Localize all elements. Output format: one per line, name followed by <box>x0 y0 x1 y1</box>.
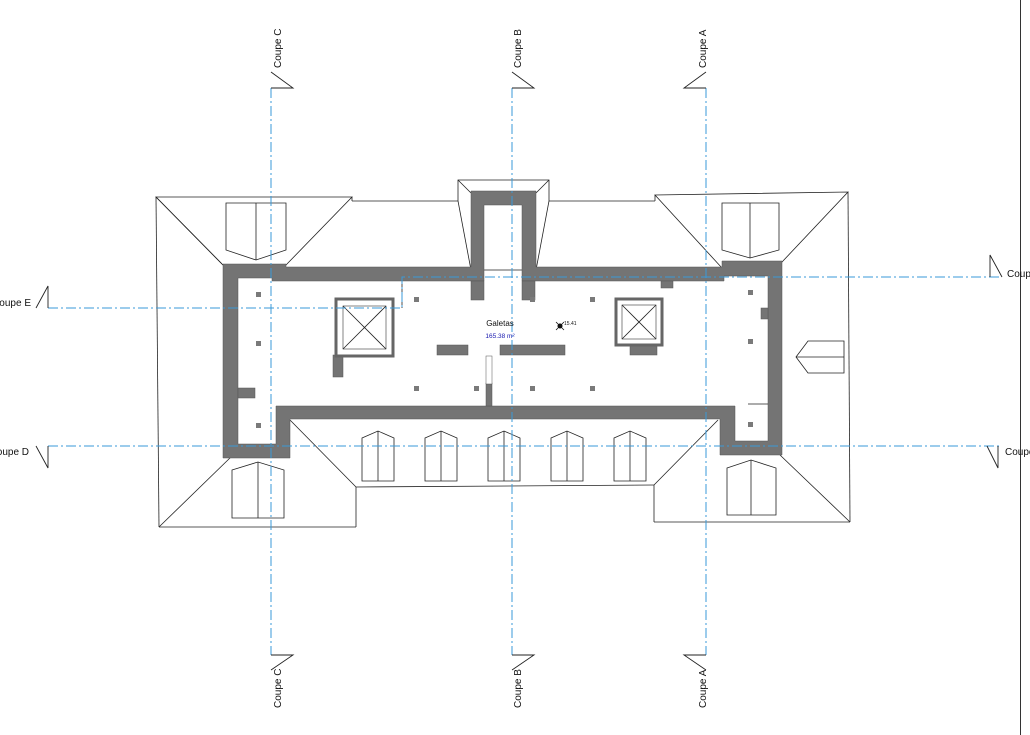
section-label-d-left: Coupe D <box>0 447 29 458</box>
sheet-border <box>1020 0 1021 735</box>
section-markers <box>35 71 1003 671</box>
section-lines <box>48 88 1000 655</box>
front-dormers <box>361 430 647 482</box>
section-label-e-right: Coup <box>1007 269 1030 280</box>
section-labels: Coupe C Coupe B Coupe A Coupe C Coupe B … <box>0 29 1030 708</box>
level-marker: 15.41 <box>555 321 577 331</box>
roof-outline <box>155 179 851 528</box>
skylights <box>334 297 664 358</box>
section-label-b-top: Coupe B <box>513 29 524 68</box>
section-label-e-left: Coupe E <box>0 298 31 309</box>
posts <box>256 290 753 428</box>
section-label-b-bottom: Coupe B <box>513 669 524 708</box>
room-name: Galetas <box>486 319 514 328</box>
room-label: Galetas 165.38 m² <box>485 319 515 340</box>
section-label-a-bottom: Coupe A <box>698 669 709 708</box>
section-label-d-right: Coupe <box>1005 447 1030 458</box>
section-label-c-bottom: Coupe C <box>273 669 284 708</box>
walls <box>222 190 783 459</box>
room-area: 165.38 m² <box>485 333 515 340</box>
level-value: 15.41 <box>564 321 577 327</box>
section-label-c-top: Coupe C <box>273 29 284 68</box>
section-label-a-top: Coupe A <box>698 29 709 68</box>
